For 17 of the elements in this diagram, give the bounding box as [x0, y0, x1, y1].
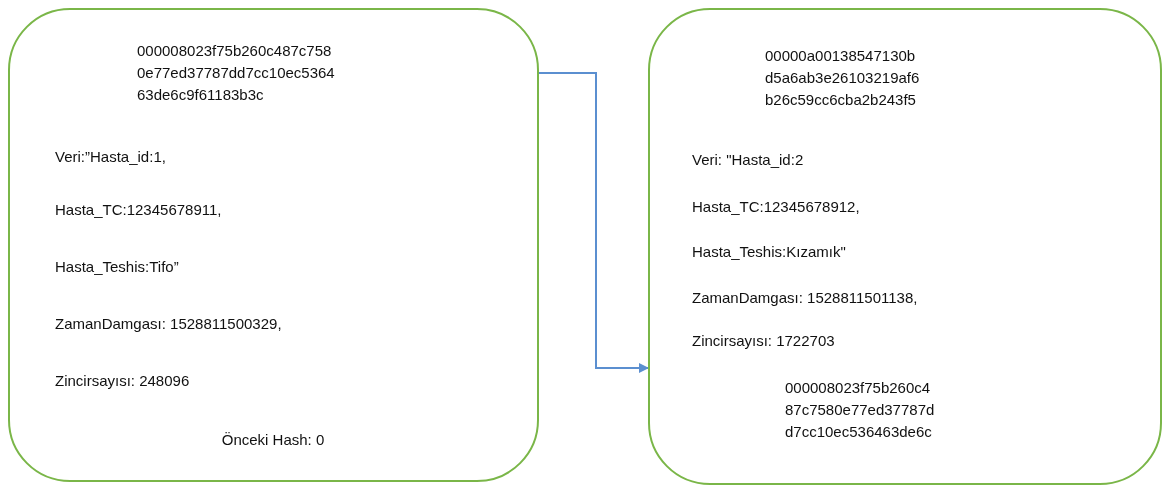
field-text: ZamanDamgası: 1528811500329,	[55, 314, 282, 334]
field-text: Hasta_TC:12345678912,	[692, 197, 860, 217]
field-text: Veri:”Hasta_id:1,	[55, 147, 166, 167]
field-text: Hasta_Teshis:Tifo”	[55, 257, 179, 277]
hash-text: 00000a00138547130b d5a6ab3e26103219af6 b26c59cc6cba2b243f5	[765, 46, 920, 110]
field-text: Veri: "Hasta_id:2	[692, 150, 804, 170]
hash-text: 000008023f75b260c487c758 0e77ed37787dd7cc10ec5364 63de6c9f61183b3c	[137, 41, 335, 105]
arrow	[538, 72, 649, 373]
field-text: Önceki Hash: 0	[220, 430, 326, 450]
hash-text: 000008023f75b260c4 87c7580e77ed37787d d7cc10ec536463de6c	[785, 378, 935, 442]
field-text: ZamanDamgası: 1528811501138,	[692, 288, 918, 308]
rounded-block-box	[648, 8, 1162, 485]
rounded-block-box	[8, 8, 539, 482]
field-text: Hasta_Teshis:Kızamık"	[692, 242, 846, 262]
field-text: Zincirsayısı: 1722703	[692, 331, 835, 351]
field-text: Hasta_TC:12345678911,	[55, 200, 222, 220]
field-text: Zincirsayısı: 248096	[55, 371, 190, 391]
